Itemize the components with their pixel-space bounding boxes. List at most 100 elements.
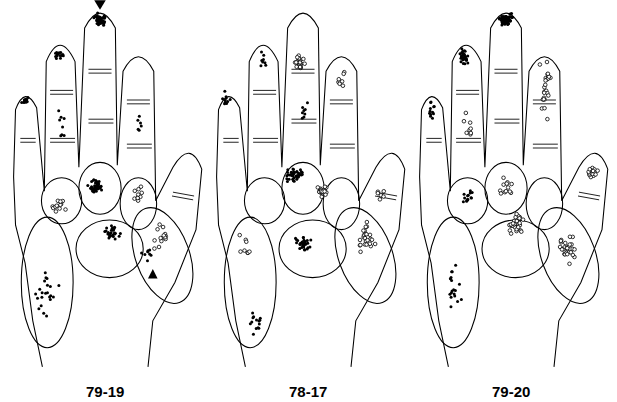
filled-dot xyxy=(62,54,65,57)
filled-dot xyxy=(303,113,306,116)
filled-dot xyxy=(297,176,300,179)
open-dot xyxy=(303,62,307,66)
arrow-marker xyxy=(148,269,158,279)
filled-dot xyxy=(105,227,108,230)
filled-dot xyxy=(43,279,46,282)
open-dot xyxy=(565,246,569,250)
filled-dot xyxy=(262,54,265,57)
open-dot xyxy=(378,198,382,202)
filled-dot xyxy=(306,239,309,242)
open-dot xyxy=(59,200,63,204)
hand-outline xyxy=(217,13,408,367)
filled-dot xyxy=(508,18,511,21)
filled-dot xyxy=(59,57,62,60)
specimen-label: 79-19 xyxy=(86,384,124,399)
open-dot xyxy=(560,248,564,252)
open-dot xyxy=(365,220,369,224)
filled-dot xyxy=(258,319,261,322)
open-dot xyxy=(64,208,68,212)
filled-dot xyxy=(146,259,149,262)
filled-dot xyxy=(258,323,261,326)
open-dot xyxy=(543,106,547,110)
open-dot xyxy=(543,83,547,87)
filled-dot xyxy=(463,193,466,196)
open-dot xyxy=(563,241,567,245)
filled-dot xyxy=(301,117,304,120)
filled-dot xyxy=(470,196,473,199)
filled-dot xyxy=(449,305,452,308)
open-dot xyxy=(538,63,542,67)
open-dot xyxy=(504,189,508,193)
filled-dot xyxy=(301,173,304,176)
filled-dot xyxy=(57,284,60,287)
open-dot xyxy=(516,225,520,229)
filled-dot xyxy=(509,19,512,22)
open-dot xyxy=(248,250,252,254)
filled-dot xyxy=(454,289,457,292)
filled-dot xyxy=(249,322,252,325)
open-dot xyxy=(298,66,302,70)
open-dot xyxy=(137,187,141,191)
filled-dot xyxy=(510,16,513,19)
filled-dot xyxy=(291,167,294,170)
open-dot xyxy=(364,225,368,229)
filled-dot xyxy=(288,178,291,181)
filled-dot xyxy=(229,98,232,101)
filled-dot xyxy=(502,19,505,22)
filled-dot xyxy=(98,20,101,23)
open-dot xyxy=(462,119,466,123)
filled-dot xyxy=(505,16,508,19)
filled-dot xyxy=(86,184,89,187)
filled-dot xyxy=(49,294,52,297)
open-dot xyxy=(594,173,598,177)
open-dot xyxy=(359,250,363,254)
filled-dot xyxy=(429,101,432,104)
open-dot xyxy=(358,244,362,248)
filled-dot xyxy=(465,59,468,62)
filled-dot xyxy=(303,248,306,251)
filled-dot xyxy=(292,173,295,176)
filled-dot xyxy=(465,59,468,62)
filled-dot xyxy=(100,189,103,192)
open-dot xyxy=(464,111,468,115)
filled-dot xyxy=(466,62,469,65)
open-dot xyxy=(323,185,327,189)
open-dot xyxy=(157,245,161,249)
open-dot xyxy=(294,61,298,65)
open-dot xyxy=(368,242,372,246)
filled-dot xyxy=(252,333,255,336)
filled-dot xyxy=(462,53,465,56)
open-dot xyxy=(238,233,242,237)
filled-dot xyxy=(511,16,514,19)
filled-dot xyxy=(509,12,512,15)
open-dot xyxy=(382,195,386,199)
filled-dot xyxy=(506,21,509,24)
filled-dot xyxy=(448,293,451,296)
filled-dot xyxy=(96,184,99,187)
open-dot xyxy=(573,248,577,252)
filled-dot xyxy=(119,232,122,235)
filled-dot xyxy=(290,171,293,174)
filled-dot xyxy=(451,290,454,293)
filled-dot xyxy=(138,115,141,118)
open-dot xyxy=(365,232,369,236)
open-dot xyxy=(547,94,551,98)
open-dot xyxy=(568,243,572,247)
filled-dot xyxy=(303,243,306,246)
open-dot xyxy=(545,60,549,64)
open-dot xyxy=(568,235,572,239)
filled-dot xyxy=(462,200,465,203)
filled-dot xyxy=(303,249,306,252)
filled-dot xyxy=(458,283,461,286)
open-dot xyxy=(243,249,247,253)
open-dot xyxy=(244,240,248,244)
filled-dot xyxy=(450,270,453,273)
filled-dot xyxy=(24,101,27,104)
filled-dot xyxy=(223,90,226,93)
open-dot xyxy=(542,97,546,101)
open-dot xyxy=(58,207,62,211)
open-dot xyxy=(469,131,473,135)
filled-dot xyxy=(146,250,149,253)
open-dot xyxy=(239,250,243,254)
